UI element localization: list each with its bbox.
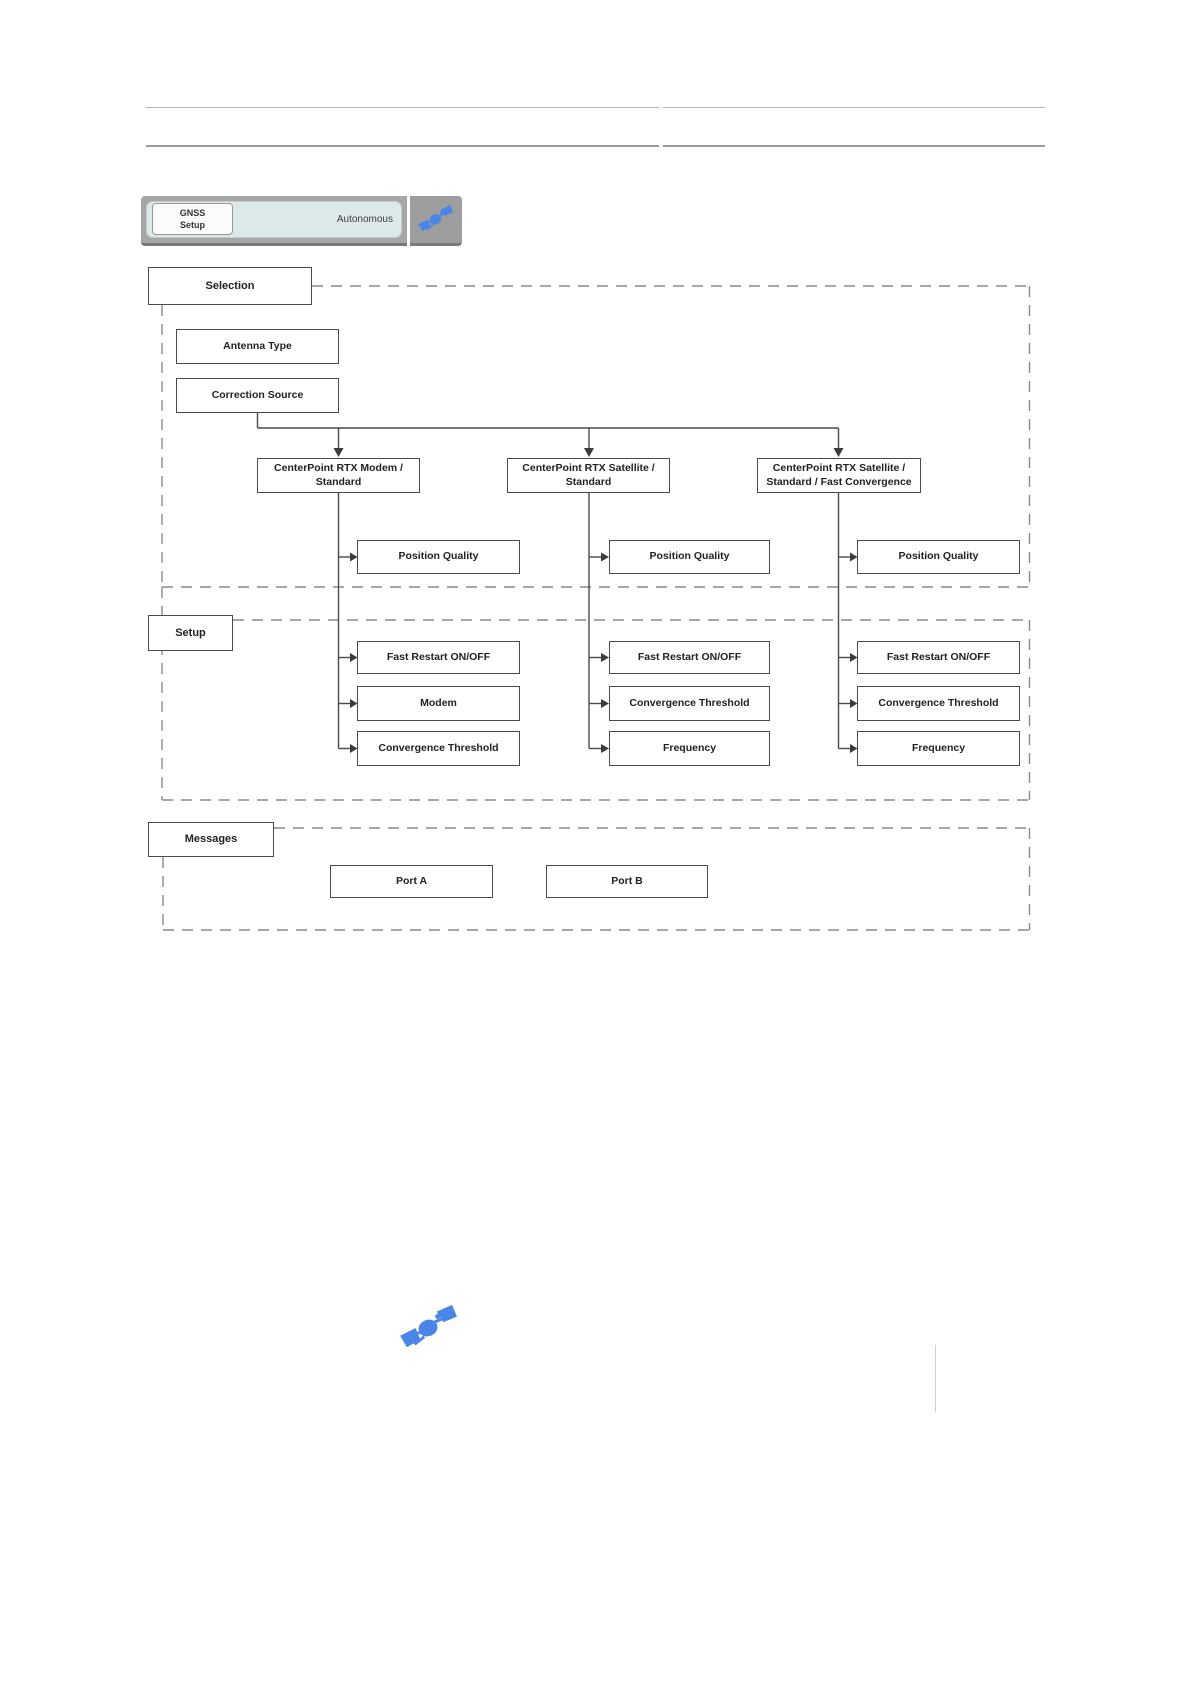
node-branch-rtx-satellite-fast-convergence: CenterPoint RTX Satellite / Standard / F…: [757, 458, 921, 493]
satellite-icon: [418, 204, 454, 231]
header-rule-bottom-right: [663, 145, 1045, 147]
satellite-icon-large: [398, 1303, 460, 1355]
node-position-quality-3: Position Quality: [857, 540, 1020, 574]
node-label: Frequency: [662, 741, 717, 754]
node-convergence-threshold-3: Convergence Threshold: [857, 686, 1020, 721]
header-rule-top-left: [146, 107, 659, 108]
satellite-icon: [400, 1304, 457, 1348]
gnss-setup-button-label-line1: GNSS: [179, 207, 206, 218]
node-frequency-3: Frequency: [857, 731, 1020, 766]
node-fast-restart-3: Fast Restart ON/OFF: [857, 641, 1020, 674]
node-frequency-2: Frequency: [609, 731, 770, 766]
gnss-setup-button: GNSS Setup: [152, 203, 233, 235]
section-label: Messages: [184, 833, 238, 846]
node-label: Fast Restart ON/OFF: [637, 650, 742, 663]
node-correction-source: Correction Source: [176, 378, 339, 413]
section-box-selection: Selection: [148, 267, 312, 305]
node-port-a: Port A: [330, 865, 493, 898]
node-position-quality-1: Position Quality: [357, 540, 520, 574]
node-fast-restart-2: Fast Restart ON/OFF: [609, 641, 770, 674]
header-rule-top-right: [663, 107, 1045, 108]
section-label: Setup: [175, 626, 206, 639]
gnss-toolbar-panel: GNSS Setup Autonomous: [146, 201, 402, 238]
node-label: Convergence Threshold: [878, 696, 999, 709]
section-label: Selection: [205, 279, 255, 292]
page-artifact-rule: [935, 1345, 936, 1412]
node-label: Modem: [420, 696, 457, 709]
node-label-line2: Standard: [315, 475, 362, 488]
node-label: Fast Restart ON/OFF: [386, 650, 491, 663]
node-label-line1: CenterPoint RTX Modem /: [274, 461, 403, 474]
node-label: Frequency: [911, 741, 966, 754]
node-modem: Modem: [357, 686, 520, 721]
gnss-toolbar: GNSS Setup Autonomous: [141, 196, 407, 246]
node-label: Convergence Threshold: [378, 741, 499, 754]
node-convergence-threshold-1: Convergence Threshold: [357, 731, 520, 766]
node-port-b: Port B: [546, 865, 708, 898]
node-label: Position Quality: [649, 550, 730, 563]
node-label: Position Quality: [898, 550, 979, 563]
section-box-messages: Messages: [148, 822, 274, 857]
node-label: Position Quality: [398, 550, 479, 563]
node-label: Port B: [611, 874, 643, 887]
node-label-line2: Standard: [565, 475, 612, 488]
section-box-setup: Setup: [148, 615, 233, 651]
node-branch-rtx-satellite-standard: CenterPoint RTX Satellite / Standard: [507, 458, 670, 493]
node-label-line1: CenterPoint RTX Satellite /: [772, 461, 906, 474]
header-rule-bottom-left: [146, 145, 659, 147]
node-label: Correction Source: [211, 388, 304, 401]
node-convergence-threshold-2: Convergence Threshold: [609, 686, 770, 721]
node-label: Fast Restart ON/OFF: [886, 650, 991, 663]
gnss-setup-button-label-line2: Setup: [179, 220, 205, 230]
node-antenna-type: Antenna Type: [176, 329, 339, 364]
node-label: Convergence Threshold: [629, 696, 750, 709]
node-position-quality-2: Position Quality: [609, 540, 770, 574]
node-label-line1: CenterPoint RTX Satellite /: [522, 461, 655, 474]
node-label: Port A: [395, 874, 428, 887]
node-label-line2: Standard / Fast Convergence: [766, 475, 912, 488]
node-branch-rtx-modem-standard: CenterPoint RTX Modem / Standard: [257, 458, 420, 493]
node-fast-restart-1: Fast Restart ON/OFF: [357, 641, 520, 674]
gnss-toolbar-satellite-cell: [410, 196, 462, 246]
node-label: Antenna Type: [223, 339, 292, 352]
status-label: Autonomous: [336, 214, 393, 225]
